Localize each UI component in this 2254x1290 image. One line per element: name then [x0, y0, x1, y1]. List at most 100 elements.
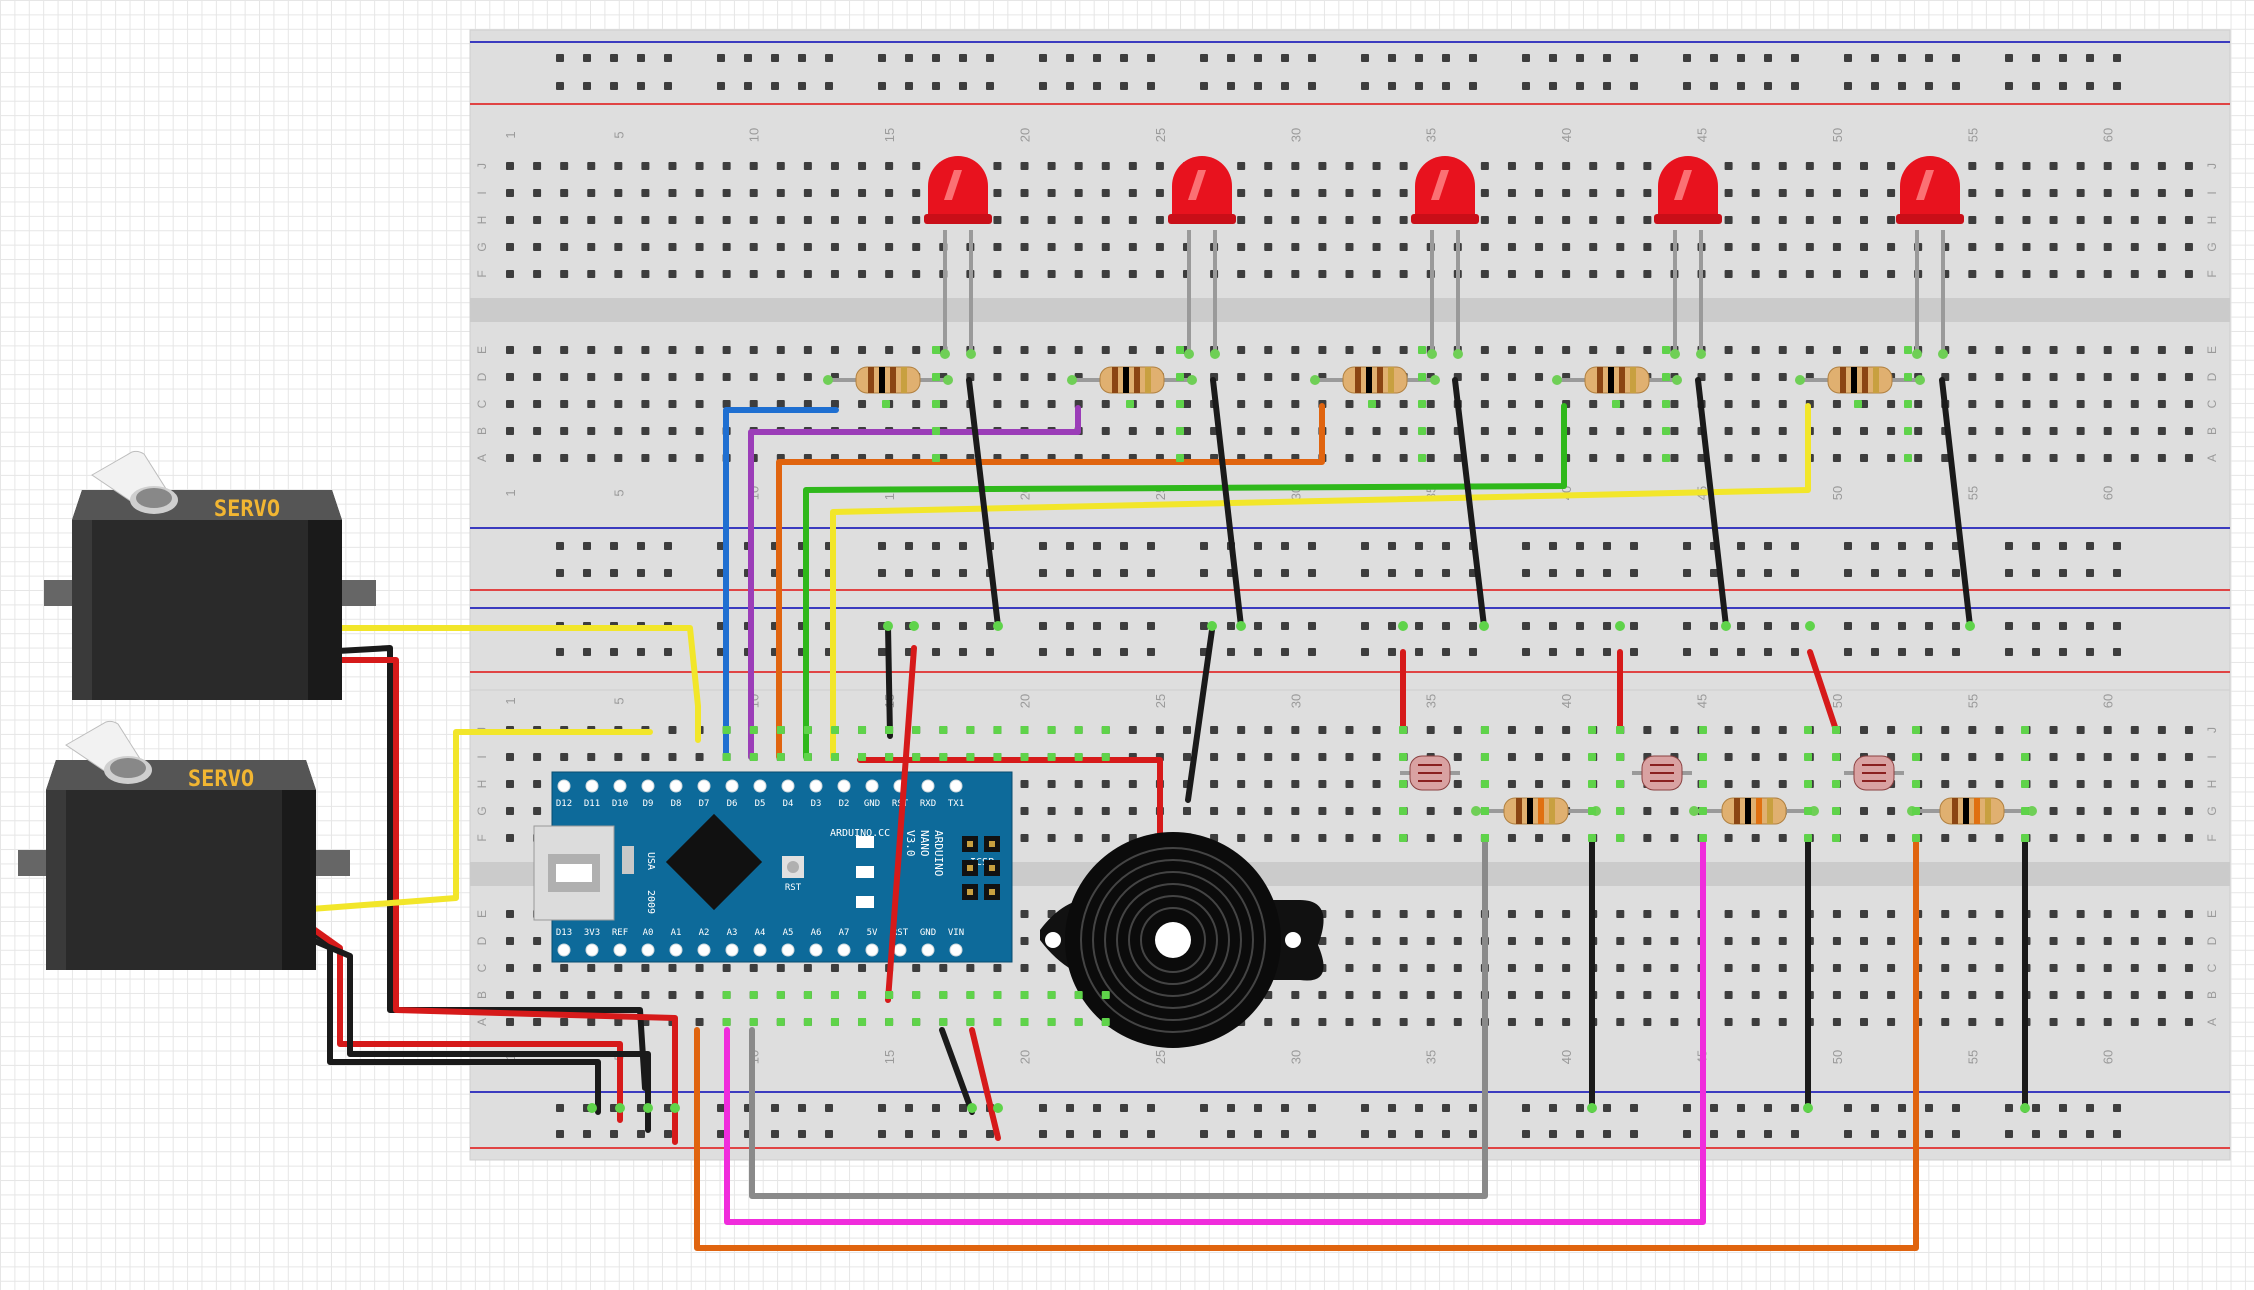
rail-hole-connected: [1479, 621, 1489, 631]
hole: [1805, 270, 1814, 278]
connected-hole: [2021, 780, 2029, 788]
hole: [1507, 1018, 1516, 1026]
rail-hole: [1791, 648, 1799, 656]
hole: [1237, 427, 1246, 435]
rail-hole: [1442, 54, 1450, 62]
hole: [1372, 726, 1381, 734]
rail-hole: [664, 54, 672, 62]
rail-hole: [1791, 1104, 1799, 1112]
nano-pin-label: A7: [839, 928, 850, 938]
rail-hole: [2059, 569, 2067, 577]
hole: [2130, 753, 2139, 761]
hole: [1480, 346, 1489, 354]
hole: [1860, 910, 1868, 918]
hole: [2157, 400, 2166, 408]
resistor-body: [1584, 366, 1650, 394]
hole: [2157, 427, 2166, 435]
hole: [1535, 216, 1544, 224]
rail-hole: [1469, 82, 1477, 90]
hole: [776, 270, 785, 278]
hole: [1291, 753, 1300, 761]
hole: [1778, 216, 1787, 224]
connected-hole: [830, 753, 839, 761]
rail-hole: [1308, 1130, 1316, 1138]
rail-hole: [1254, 569, 1262, 577]
row-letter: G: [475, 806, 489, 815]
hole: [668, 991, 677, 999]
hole: [722, 270, 731, 278]
hole: [1101, 189, 1110, 197]
hole: [1372, 807, 1381, 815]
rail-hole: [1254, 54, 1262, 62]
hole: [668, 270, 677, 278]
rail-hole: [2113, 569, 2121, 577]
rail-hole: [1388, 542, 1396, 550]
hole: [1020, 243, 1029, 251]
wire-end: [1552, 375, 1562, 385]
hole: [2049, 937, 2058, 945]
buzzer-hole: [1285, 932, 1301, 948]
hole: [1128, 726, 1137, 734]
rail-hole: [1603, 1130, 1611, 1138]
hole: [1128, 243, 1137, 251]
hole: [560, 189, 569, 197]
column-number: 55: [1965, 128, 1980, 142]
hole: [803, 400, 812, 408]
connected-hole: [1588, 753, 1596, 761]
hole: [1237, 753, 1246, 761]
hole: [1860, 162, 1868, 170]
rail-hole: [959, 569, 967, 577]
row-letter: H: [2205, 216, 2219, 225]
hole: [587, 427, 596, 435]
rail-hole: [1576, 542, 1584, 550]
usb-port-inner: [556, 864, 592, 882]
rail-hole: [1388, 1130, 1396, 1138]
led-body: [1658, 156, 1718, 218]
hole: [1968, 427, 1977, 435]
hole: [1020, 780, 1029, 788]
buzzer-ring: [1092, 859, 1254, 1021]
hole: [1480, 454, 1489, 462]
hole: [1318, 807, 1327, 815]
hole: [668, 346, 677, 354]
hole: [912, 270, 921, 278]
rail-hole: [1147, 1130, 1155, 1138]
hole: [2157, 937, 2166, 945]
hole: [668, 726, 677, 734]
hole: [1941, 454, 1950, 462]
hole: [830, 346, 839, 354]
rail-hole: [1522, 648, 1530, 656]
rail-hole: [1549, 54, 1557, 62]
rail-hole: [1898, 542, 1906, 550]
rail-hole: [2032, 82, 2040, 90]
rail-hole: [1764, 622, 1772, 630]
hole: [1832, 910, 1841, 918]
hole: [1507, 964, 1516, 972]
hole: [749, 400, 758, 408]
hole: [1670, 807, 1679, 815]
hole: [1832, 400, 1841, 408]
hole: [641, 373, 650, 381]
hole: [2184, 162, 2193, 170]
hole: [533, 373, 542, 381]
hole: [506, 400, 514, 408]
rail-hole: [610, 569, 618, 577]
rail-hole: [986, 82, 994, 90]
rail-hole: [1522, 82, 1530, 90]
hole: [1724, 373, 1733, 381]
hole: [533, 780, 542, 788]
rail-hole: [1200, 622, 1208, 630]
rail-hole: [1630, 648, 1638, 656]
connected-hole: [1616, 753, 1624, 761]
nano-pin: [837, 943, 851, 957]
row-letter: C: [2205, 399, 2219, 408]
hole: [668, 373, 677, 381]
hole: [803, 270, 812, 278]
nano-pin: [697, 779, 711, 793]
column-number: 35: [1424, 1050, 1439, 1064]
rail-hole: [1120, 648, 1128, 656]
resistor-body: [1939, 797, 2005, 825]
connected-hole: [885, 991, 894, 999]
hole: [506, 216, 514, 224]
